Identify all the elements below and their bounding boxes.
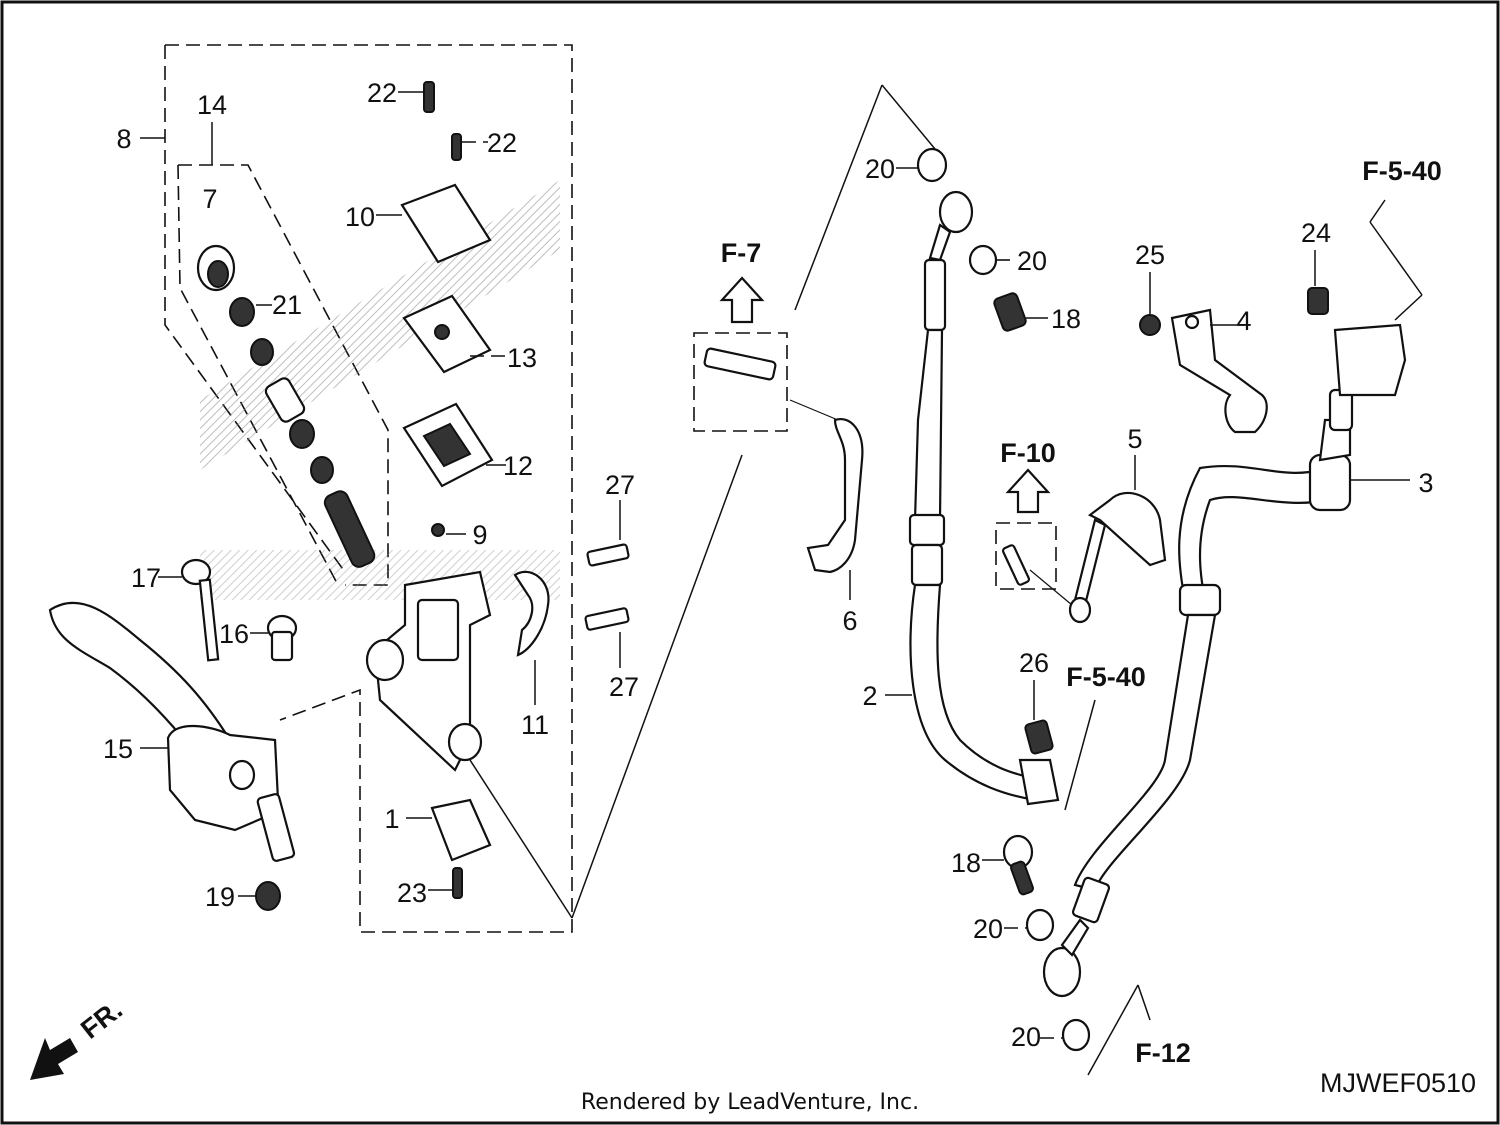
leader-cross-upper-right [881, 84, 941, 156]
leader-f540-lower [1064, 699, 1096, 811]
part-25-bolt [1139, 272, 1161, 336]
ref-label-f10: F-10 [1000, 438, 1056, 468]
diagram-code: MJWEF0510 [1320, 1068, 1476, 1098]
callout-9: 9 [472, 520, 487, 550]
part-7-cap [196, 244, 236, 292]
callout-21: 21 [272, 290, 302, 320]
callout-14: 14 [197, 90, 227, 120]
part-19-nut [238, 881, 281, 911]
leader-f540-upper-c [1369, 199, 1386, 223]
callout-20-a: 20 [865, 154, 895, 184]
ref-f10-box [995, 468, 1079, 611]
part-20-washer-a [896, 147, 948, 183]
part-13-plate [402, 294, 508, 374]
part-2-brake-hose [885, 190, 1060, 806]
callout-25: 25 [1135, 240, 1165, 270]
callout-24: 24 [1301, 218, 1331, 248]
part-18-bolt-lower [982, 834, 1034, 896]
part-17-pivot-bolt [158, 558, 220, 662]
part-22-screw-top [398, 81, 435, 113]
ref-f7-box [693, 276, 788, 432]
front-marker-label: FR. [75, 994, 128, 1044]
callout-17: 17 [131, 563, 161, 593]
callout-3: 3 [1418, 468, 1433, 498]
callout-22-top: 22 [367, 78, 397, 108]
part-20-washer-d [1040, 1018, 1091, 1052]
leader-f540-upper-b [1369, 221, 1423, 296]
callout-20-c: 20 [973, 914, 1003, 944]
part-6-hose-guide [789, 399, 864, 600]
callout-4: 4 [1236, 306, 1251, 336]
leader-cross-upper [794, 84, 883, 311]
callout-2: 2 [862, 681, 877, 711]
ref-label-f540-upper: F-5-40 [1362, 156, 1442, 186]
ref-label-f540-lower: F-5-40 [1066, 662, 1146, 692]
part-5-bracket [1068, 455, 1167, 624]
callout-15: 15 [103, 734, 133, 764]
leader-f12 [1087, 984, 1151, 1076]
part-27-bolt-upper [586, 500, 630, 567]
callout-27-upper: 27 [605, 470, 635, 500]
callout-11: 11 [521, 710, 549, 740]
callout-10: 10 [345, 202, 375, 232]
callout-16: 16 [219, 619, 249, 649]
part-21-ring [229, 297, 272, 327]
leader-f540-upper-a [1394, 294, 1423, 321]
part-4-clamp [1170, 308, 1268, 434]
callout-8: 8 [116, 124, 131, 154]
ref-label-f7: F-7 [721, 238, 762, 268]
part-20-washer-c [1004, 908, 1055, 942]
callout-27-lower: 27 [609, 672, 639, 702]
part-27-bolt-lower [584, 607, 630, 668]
callout-5: 5 [1127, 424, 1142, 454]
callout-23: 23 [397, 878, 427, 908]
callout-1: 1 [384, 804, 399, 834]
callout-6: 6 [842, 606, 857, 636]
callout-12: 12 [503, 451, 533, 481]
callout-20-b: 20 [1017, 246, 1047, 276]
callout-18-upper: 18 [1051, 304, 1081, 334]
part-9-washer [431, 523, 466, 537]
callout-19: 19 [205, 882, 235, 912]
ref-label-f12: F-12 [1135, 1038, 1191, 1068]
footer-credit: Rendered by LeadVenture, Inc. [580, 1090, 920, 1115]
part-1-switch [406, 798, 492, 862]
part-11-clamp [513, 570, 550, 705]
callout-26: 26 [1019, 648, 1049, 678]
part-3-brake-hose [1042, 323, 1410, 998]
part-20-washer-b [968, 244, 1016, 276]
callout-18-lower: 18 [951, 848, 981, 878]
brake-lever [48, 601, 296, 862]
callout-20-d: 20 [1011, 1022, 1041, 1052]
part-24-bolt [1307, 250, 1329, 315]
master-cylinder-body [365, 570, 492, 772]
part-12-diaphragm [402, 402, 506, 488]
part-10-reservoir-cover [376, 183, 492, 264]
part-23-screw [428, 867, 463, 899]
callout-22-second: 22 [487, 128, 517, 158]
piston-set [250, 338, 376, 568]
callout-13: 13 [507, 343, 537, 373]
part-16-plug [250, 614, 298, 662]
part-22-screw-second [451, 133, 488, 161]
part-26-bolt [1024, 680, 1054, 755]
callout-7: 7 [202, 184, 217, 214]
part-18-bolt-upper [993, 292, 1048, 332]
front-direction-arrow [30, 1038, 78, 1080]
